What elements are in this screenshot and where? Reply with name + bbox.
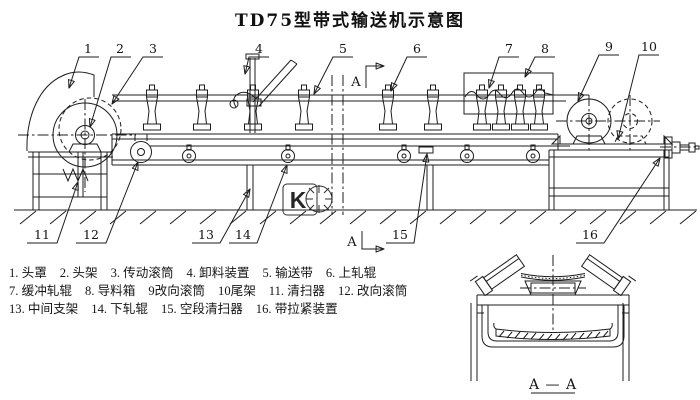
callout-11: 11 [34,227,50,242]
section-view-label: A — A [528,377,577,393]
tail-assembly [548,95,700,210]
legend-item: 3. 传动滚筒 [110,266,174,280]
side-idler-left [469,254,526,297]
section-legs [470,303,630,381]
callout-14: 14 [235,227,251,242]
section-letter-top: A [350,75,361,90]
callout-7: 7 [505,41,513,56]
return-belt-band [493,322,613,341]
callout-16: 16 [582,227,598,242]
legend-item: 16. 带拉紧装置 [255,301,338,316]
legend-item: 1. 头罩 [9,266,47,280]
page-title: TD75型带式输送机示意图 [234,11,466,31]
legend-row-3: 13. 中间支架 14. 下轧辊 15. 空段清扫器 16. 带拉紧装置 [9,301,407,319]
callout-8: 8 [541,41,549,56]
legend-item: 13. 中间支架 [9,301,79,316]
legend-item: 9改向滚筒 [148,283,206,298]
legend-item: 11. 清扫器 [268,283,326,298]
conveyor-frame [111,133,559,210]
section-letter-bottom: A [346,235,357,250]
belt [112,94,589,147]
callout-1: 1 [84,41,92,56]
legend-row-1: 1. 头罩 2. 头架 3. 传动滚筒 4. 卸料装置 5. 输送带 6. 上轧… [9,265,407,283]
watermark-letter: K [290,187,307,213]
legend-row-2: 7. 缓冲轧辊 8. 导料箱 9改向滚筒 10尾架 11. 清扫器 12. 改向… [9,283,407,301]
tail-frame [548,149,670,210]
callout-9: 9 [605,39,613,54]
drive-drum [52,102,118,168]
head-assembly [18,71,152,210]
upper-idlers [143,84,442,131]
head-hood [26,71,95,152]
break-lines [331,75,344,215]
legend-item: 5. 输送带 [262,266,313,280]
callout-13: 13 [198,227,214,242]
callout-numbers: 1 2 3 4 5 6 7 8 9 10 11 12 13 14 15 16 [34,39,657,242]
callout-4: 4 [255,41,263,56]
legend-item: 14. 下轧辊 [91,301,148,316]
side-idler-right [580,254,637,297]
legend-item: 7. 缓冲轧辊 [9,283,72,298]
callout-15: 15 [392,227,408,242]
feed-chute-box [463,72,554,115]
empty-section-cleaner [418,146,434,154]
watermark-logo: K [282,183,333,216]
ground [14,209,697,225]
section-cut-marker-top: A [350,66,384,90]
legend-item: 15. 空段清扫器 [160,301,243,316]
section-cut-marker-bottom: A [346,231,384,250]
callout-5: 5 [339,41,347,56]
legend-item: 8. 导料箱 [84,283,136,298]
legend-item: 10尾架 [218,283,256,298]
trough-belt [520,273,586,281]
tail-pulley [566,98,612,144]
legend-item: 6. 上轧辊 [325,266,377,280]
takeup-slide [552,143,672,151]
leader-lines [27,54,660,244]
center-idler [520,280,586,296]
takeup-screw [660,136,700,159]
discharge-device [229,53,298,133]
legend-item: 4. 卸料装置 [186,266,250,280]
head-frame [28,151,113,210]
head-bend-pulley [130,134,152,163]
legend-item: 12. 改向滚筒 [338,283,408,298]
legend: 1. 头罩 2. 头架 3. 传动滚筒 4. 卸料装置 5. 输送带 6. 上轧… [9,265,407,319]
drum-dashed-outline [58,97,122,161]
callout-10: 10 [641,39,657,54]
material-wave [464,88,554,100]
section-view-a-a: A — A [469,254,637,394]
callout-6: 6 [413,41,421,56]
belt-cleaner-spring [62,167,89,183]
section-channel [481,305,625,348]
callout-2: 2 [116,41,124,56]
legend-item: 2. 头架 [59,266,98,280]
callout-3: 3 [149,41,157,56]
callout-12: 12 [83,227,99,242]
